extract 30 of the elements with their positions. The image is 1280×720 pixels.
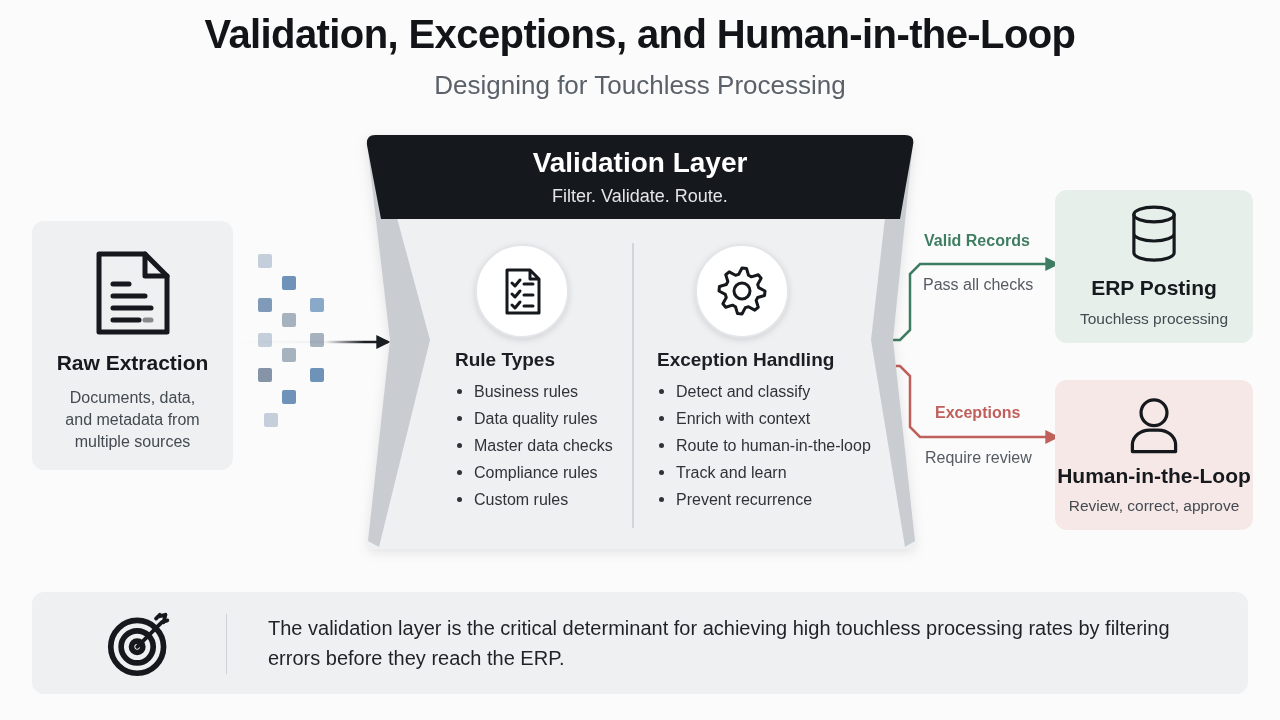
process-card [1055, 380, 1253, 530]
list-item: Track and learn [657, 459, 871, 486]
process-card [32, 221, 233, 470]
card-description: Review, correct, approve [1067, 496, 1241, 516]
note-text: The validation layer is the critical determinant for achieving high touchless processing rates by filtering errors before they reach the ERP. [268, 616, 1171, 671]
title: Validation, Exceptions, and Human-in-the-Loop [203, 12, 1077, 57]
list-item: Master data checks [455, 432, 613, 459]
layer-subtitle: Filter. Validate. Route. [551, 186, 729, 207]
note-panel [32, 592, 1248, 694]
list-item: Enrich with context [657, 405, 871, 432]
list-item: Custom rules [455, 486, 613, 513]
section-heading: Exception Handling [657, 349, 835, 371]
edge-label: Exceptions [933, 404, 1023, 422]
list-item: Detect and classify [657, 378, 871, 405]
edge-note: Require review [925, 449, 1032, 467]
card-title: Human-in-the-Loop [1056, 464, 1252, 488]
list-item: Business rules [455, 378, 613, 405]
edge-note: Pass all checks [923, 276, 1034, 294]
list-item: Data quality rules [455, 405, 613, 432]
card-description: Documents, data, and metadata from multiple sources [64, 388, 201, 452]
list-item: Prevent recurrence [657, 486, 871, 513]
card-title: ERP Posting [1090, 276, 1218, 300]
list-item: Route to human-in-the-loop [657, 432, 871, 459]
list-item: Compliance rules [455, 459, 613, 486]
card-title: Raw Extraction [55, 351, 210, 375]
card-description: Touchless processing [1078, 309, 1230, 329]
process-card [1055, 190, 1253, 343]
section-heading: Rule Types [455, 349, 555, 371]
layer-title: Validation Layer [531, 147, 749, 179]
subtitle: Designing for Touchless Processing [433, 70, 847, 101]
